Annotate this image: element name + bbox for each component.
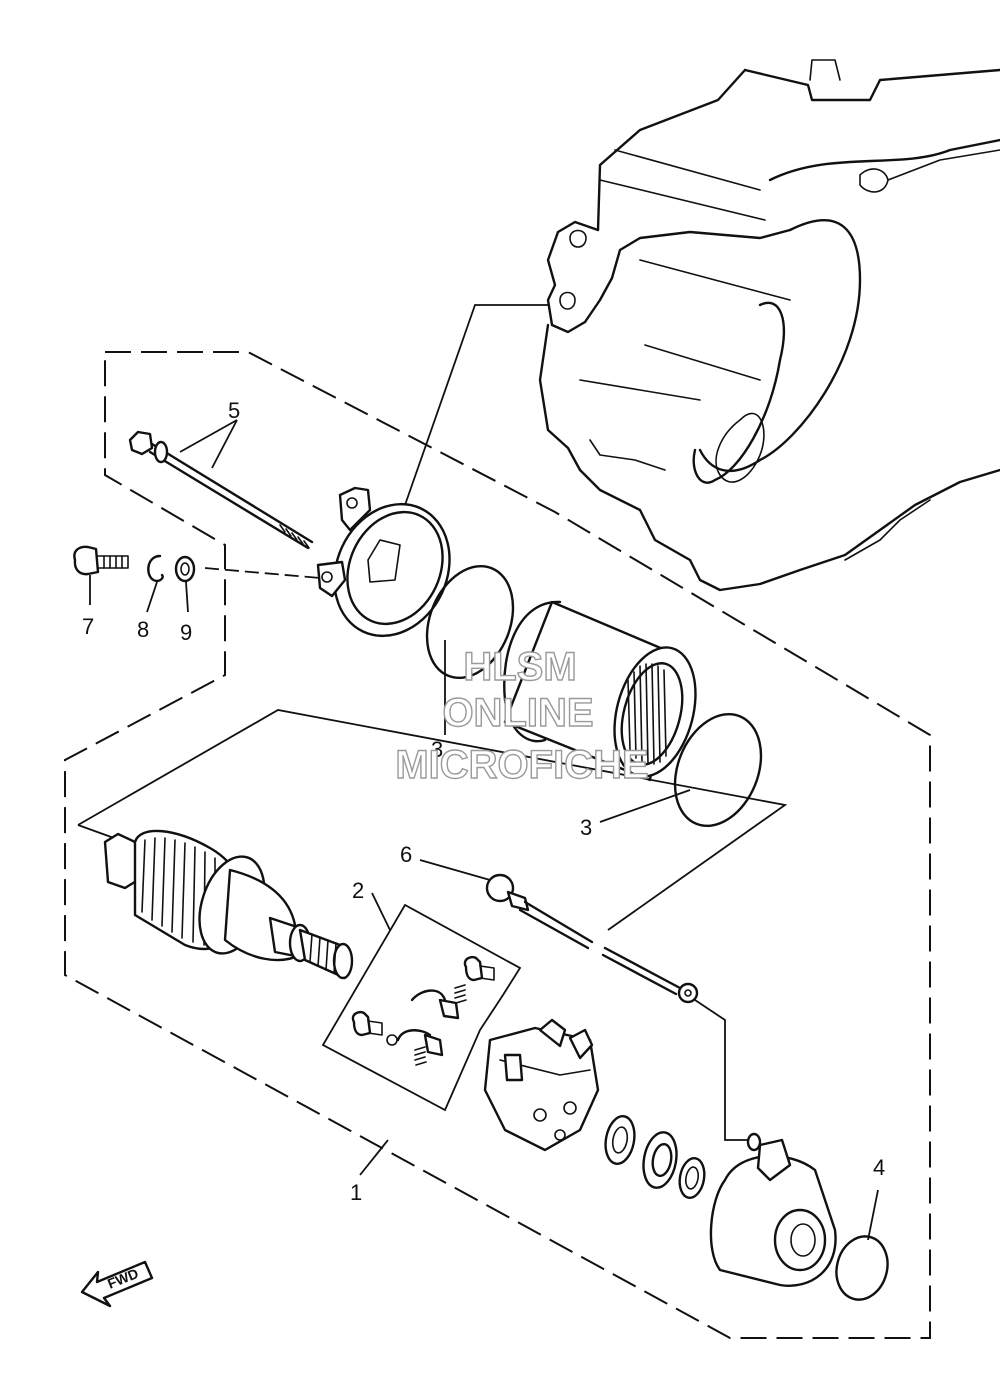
through-bolt [128, 430, 314, 550]
callout-2: 2 [352, 878, 364, 903]
o-ring-upper [425, 564, 515, 680]
svg-text:HLSM: HLSM [463, 645, 576, 689]
front-cover-flange [316, 486, 451, 638]
rear-bracket [483, 1018, 600, 1152]
washer-a [604, 1115, 636, 1165]
circlip-8 [147, 554, 164, 583]
svg-text:ONLINE: ONLINE [442, 691, 593, 735]
end-cover [709, 1132, 837, 1287]
callout-8: 8 [137, 617, 149, 642]
yoke-housing [503, 600, 697, 782]
washer-9 [174, 555, 196, 583]
callout-5: 5 [228, 398, 240, 423]
callout-9: 9 [180, 620, 192, 645]
lead-wire [485, 873, 699, 1004]
bearing [642, 1131, 678, 1189]
bolt-7 [73, 545, 129, 576]
brush-kit-parts [351, 955, 495, 1066]
assembly-boundary-dashed [64, 351, 931, 1339]
svg-text:MICROFICHE: MICROFICHE [395, 743, 648, 787]
brush-kit-bracket [321, 903, 522, 1112]
fwd-arrow [80, 1260, 154, 1308]
washer-b [678, 1156, 706, 1200]
callout-6: 6 [400, 842, 412, 867]
callout-7: 7 [82, 614, 94, 639]
armature [103, 829, 354, 980]
watermark: HLSM ONLINE MICROFICHE [395, 644, 650, 787]
o-ring-lower [673, 712, 763, 828]
callout-1: 1 [350, 1180, 362, 1205]
o-ring-4 [835, 1235, 889, 1301]
callout-4: 4 [873, 1155, 885, 1180]
callout-3-upper: 3 [431, 737, 443, 762]
callout-3-lower: 3 [580, 815, 592, 840]
crankcase [538, 59, 1000, 592]
